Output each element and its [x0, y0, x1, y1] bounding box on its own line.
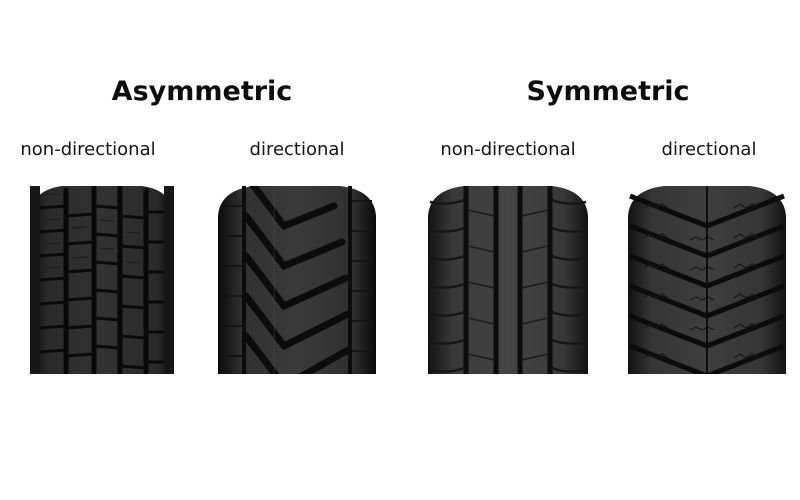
tire-label-asymmetric-non-directional: non-directional [20, 139, 156, 160]
tire-image-asymmetric-non-directional [22, 186, 182, 374]
symmetric-heading: Symmetric [526, 76, 690, 107]
tire-label-symmetric-directional: directional [661, 139, 757, 160]
tire-image-asymmetric-directional [214, 186, 380, 374]
tire-label-symmetric-non-directional: non-directional [440, 139, 576, 160]
tire-label-asymmetric-directional: directional [249, 139, 345, 160]
asymmetric-heading: Asymmetric [111, 76, 293, 107]
tire-image-symmetric-non-directional [424, 186, 592, 374]
tire-image-symmetric-directional [624, 186, 790, 374]
